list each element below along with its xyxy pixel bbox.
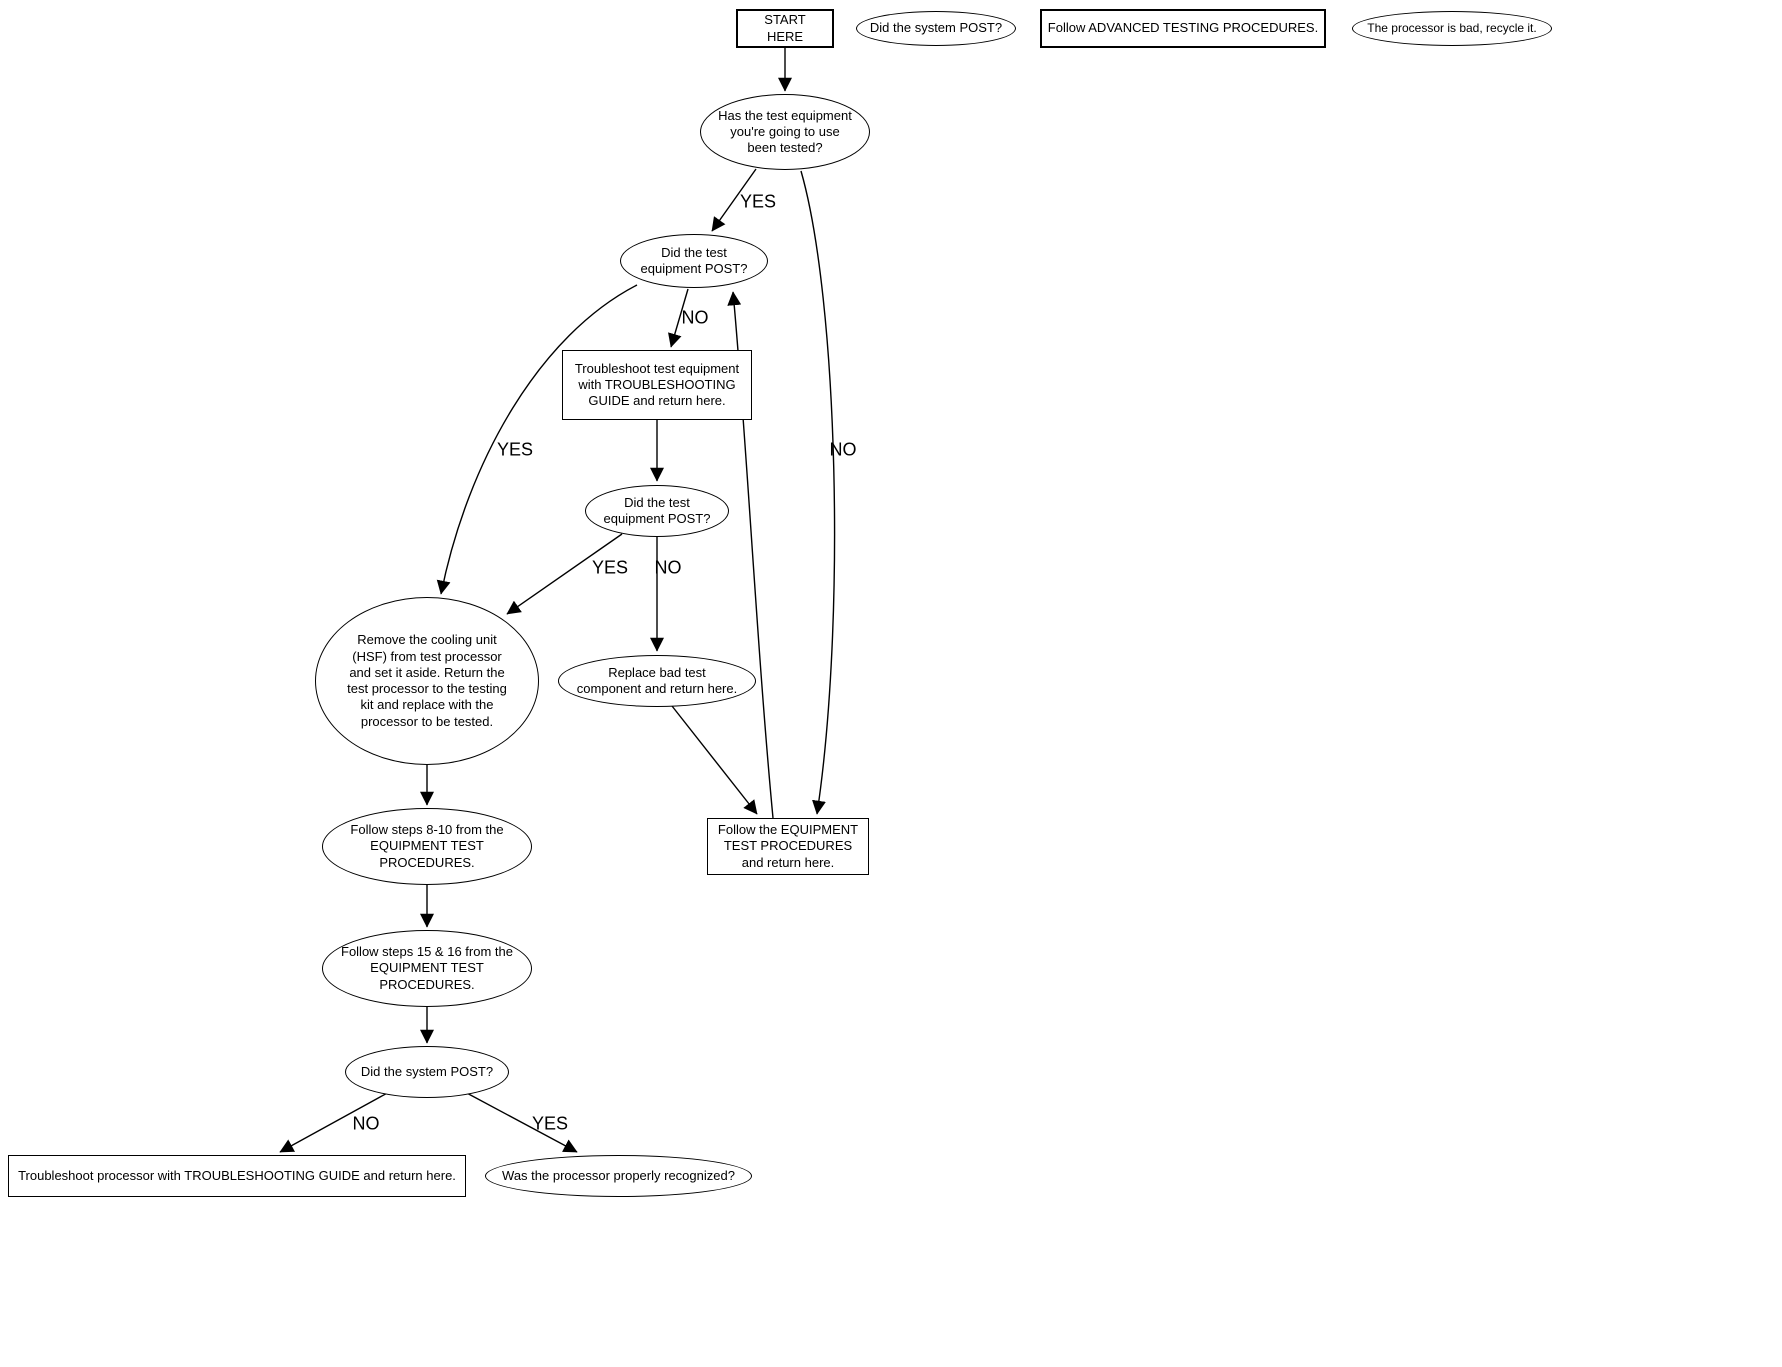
node-follow-steps-8-10: Follow steps 8-10 from the EQUIPMENT TES… <box>322 808 532 885</box>
edge-label-equip-post2-yes: YES <box>591 557 629 578</box>
node-did-system-post-legend: Did the system POST? <box>856 11 1016 46</box>
edge-label-system-post-yes: YES <box>531 1113 569 1134</box>
edge-post1-yes <box>436 284 638 595</box>
edge-label-has-tested-yes: YES <box>739 191 777 212</box>
node-start-here: START HERE <box>736 9 834 48</box>
node-has-test-equipment-been-tested: Has the test equipment you're going to u… <box>700 94 870 170</box>
node-follow-steps-15-16: Follow steps 15 & 16 from the EQUIPMENT … <box>322 930 532 1007</box>
node-did-system-post-main: Did the system POST? <box>345 1046 509 1098</box>
node-remove-cooling-unit: Remove the cooling unit (HSF) from test … <box>315 597 539 765</box>
node-troubleshoot-processor: Troubleshoot processor with TROUBLESHOOT… <box>8 1155 466 1197</box>
edge-label-equip-post2-no: NO <box>654 557 682 578</box>
edge-replace-to-follow-equipment <box>671 705 758 815</box>
edge-has-tested-no <box>800 170 836 815</box>
edge-label-equip-post1-no: NO <box>681 307 709 328</box>
node-advanced-testing-procedures: Follow ADVANCED TESTING PROCEDURES. <box>1040 9 1326 48</box>
edge-label-equip-post1-yes: YES <box>496 439 534 460</box>
edge-label-system-post-no: NO <box>352 1113 380 1134</box>
edge-label-has-tested-no: NO <box>829 439 857 460</box>
node-follow-equipment-test-procedures: Follow the EQUIPMENT TEST PROCEDURES and… <box>707 818 869 875</box>
node-did-test-equipment-post-1: Did the test equipment POST? <box>620 234 768 288</box>
node-replace-bad-component: Replace bad test component and return he… <box>558 655 756 707</box>
node-troubleshoot-test-equipment: Troubleshoot test equipment with TROUBLE… <box>562 350 752 420</box>
node-processor-bad-recycle: The processor is bad, recycle it. <box>1352 11 1552 46</box>
node-did-test-equipment-post-2: Did the test equipment POST? <box>585 485 729 537</box>
node-was-processor-recognized: Was the processor properly recognized? <box>485 1155 752 1197</box>
